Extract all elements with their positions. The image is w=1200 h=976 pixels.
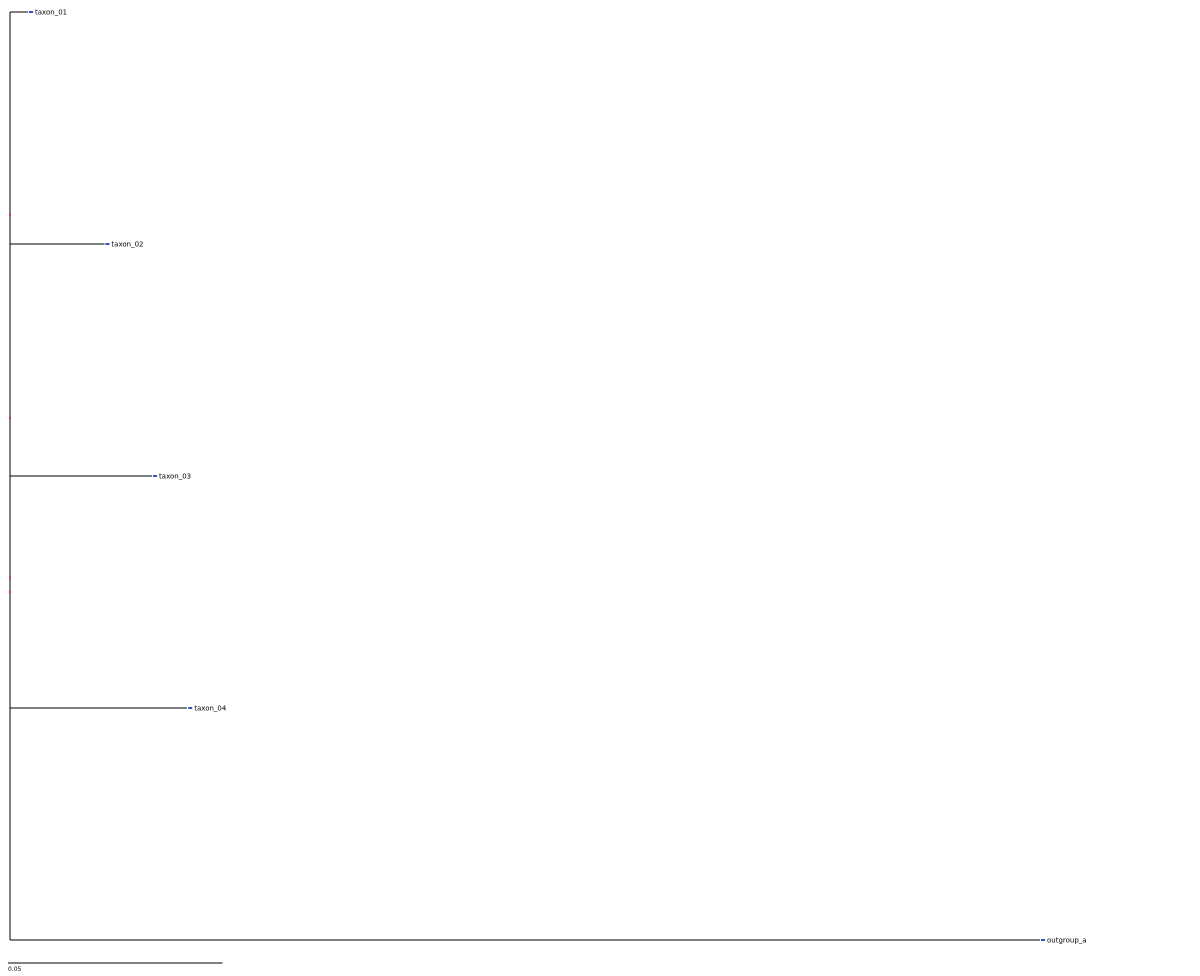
tip-marker (105, 243, 110, 245)
scale-bar-label: 0.05 (8, 966, 22, 973)
tip-label: taxon_03 (159, 473, 191, 481)
tip-label-layer: taxon_01 taxon_02 taxon_03 taxon_04 outgroup… (35, 9, 1087, 945)
node-marker (9, 214, 11, 216)
tip-label: outgroup_a (1047, 937, 1087, 945)
tip-label: taxon_01 (35, 9, 67, 17)
tip-label: taxon_02 (111, 241, 143, 249)
node-marker (9, 576, 11, 579)
scale-bar: 0.05 (8, 962, 223, 973)
node-marker (9, 591, 11, 593)
node-markers (9, 11, 1045, 941)
node-marker (9, 417, 11, 419)
tip-marker (29, 11, 34, 13)
tip-marker (188, 707, 193, 709)
tip-label: taxon_04 (194, 705, 227, 713)
tip-marker (1041, 939, 1045, 941)
tip-marker (153, 475, 158, 477)
